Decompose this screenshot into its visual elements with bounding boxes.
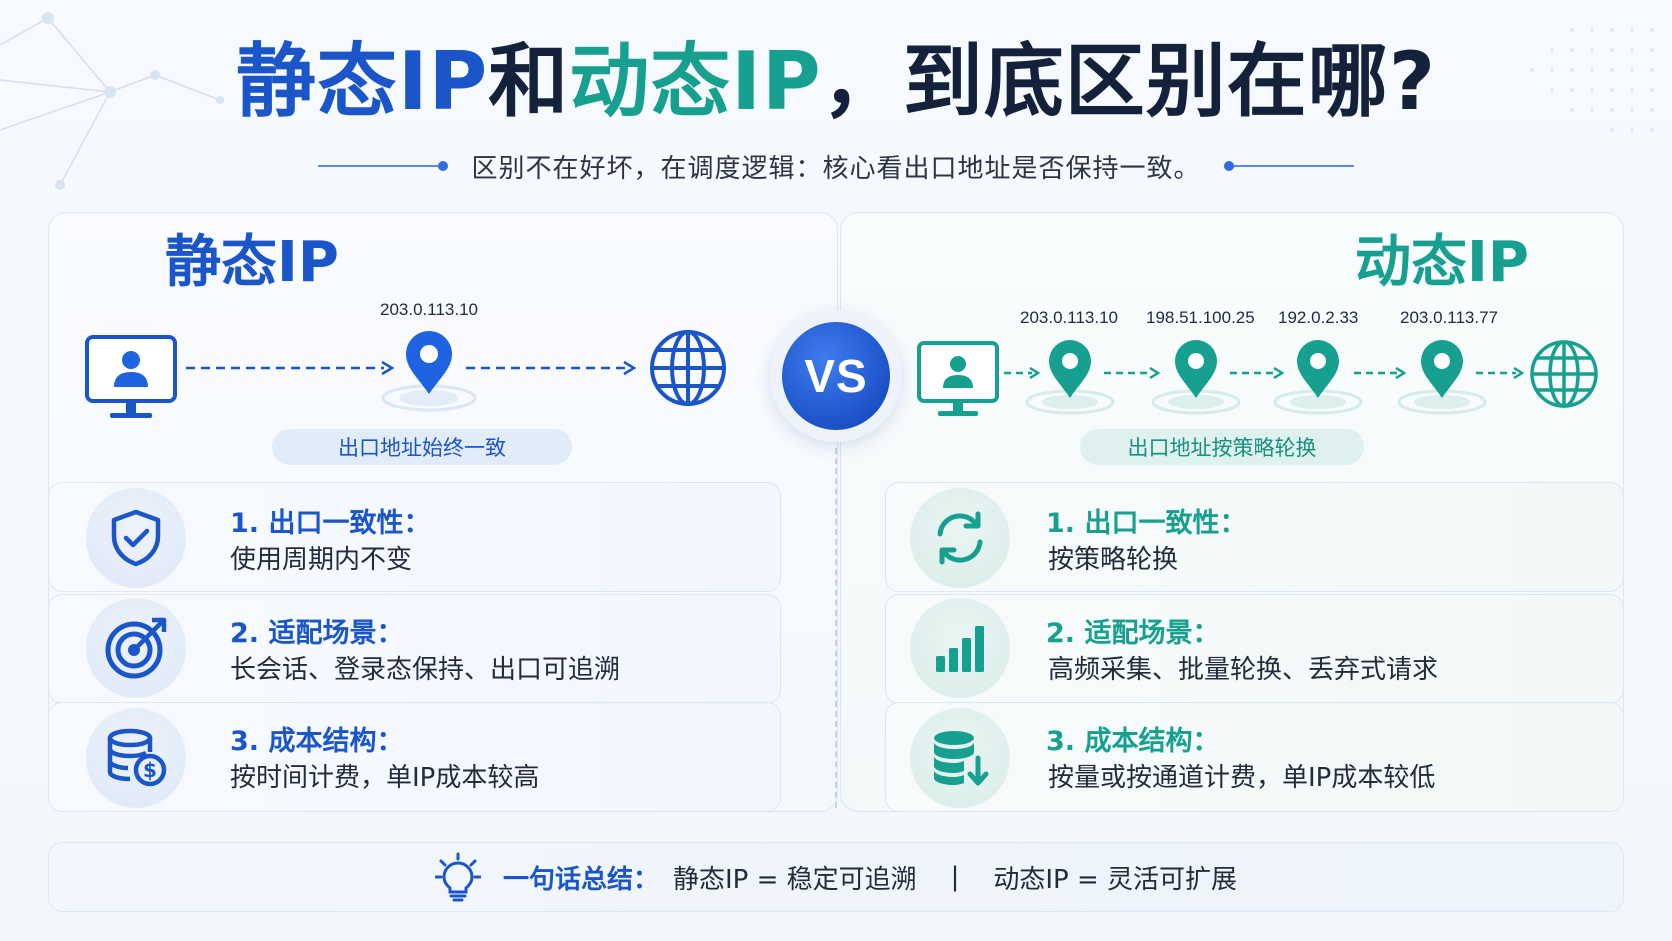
- location-pin-icon-1: [1025, 340, 1115, 415]
- dynamic-panel-title: 动态IP: [1355, 230, 1529, 295]
- static-feature-desc-1: 使用周期内不变: [230, 545, 413, 575]
- dynamic-arrow-5: [1476, 366, 1524, 380]
- title-and: 和: [488, 35, 570, 128]
- dynamic-ip-label-4: 203.0.113.77: [1400, 308, 1498, 327]
- summary-separator: |: [950, 862, 960, 892]
- static-feature-title-2: 2. 适配场景：: [230, 618, 404, 649]
- dynamic-feature-desc-2: 高频采集、批量轮换、丢弃式请求: [1048, 655, 1439, 685]
- dynamic-arrow-2: [1104, 366, 1160, 380]
- dynamic-feature-icon-bg-1: [910, 488, 1010, 588]
- static-feature-icon-bg-1: [86, 488, 186, 588]
- globe-icon-dynamic: [1530, 340, 1598, 408]
- static-feature-title-3: 3. 成本结构：: [230, 726, 404, 757]
- svg-text:$: $: [143, 758, 157, 782]
- dynamic-feature-title-1: 1. 出口一致性：: [1046, 508, 1247, 539]
- subtitle-right-rule: [1223, 161, 1354, 171]
- title-dynamic-ip: 动态IP: [569, 35, 822, 128]
- lightbulb-icon: [434, 852, 481, 902]
- dynamic-ip-label-1: 203.0.113.10: [1020, 308, 1118, 327]
- static-pill-consistent: 出口地址始终一致: [272, 429, 572, 465]
- dynamic-feature-title-2: 2. 适配场景：: [1046, 618, 1220, 649]
- summary-dynamic-text: 动态IP = 灵活可扩展: [993, 864, 1238, 895]
- target-icon: [105, 617, 167, 679]
- location-pin-icon-3: [1273, 340, 1363, 415]
- static-panel-title: 静态IP: [165, 230, 339, 295]
- dashed-arrow-2: [466, 360, 637, 376]
- summary-static-text: 静态IP = 稳定可追溯: [672, 864, 917, 895]
- dynamic-ip-label-2: 198.51.100.25: [1146, 308, 1255, 327]
- dynamic-feature-icon-bg-2: [910, 598, 1010, 698]
- location-pin-icon-2: [1151, 340, 1241, 415]
- dynamic-feature-desc-1: 按策略轮换: [1048, 545, 1179, 575]
- refresh-icon: [937, 511, 983, 565]
- summary-label: 一句话总结：: [502, 864, 659, 895]
- dynamic-arrow-3: [1230, 366, 1284, 380]
- dashed-arrow-1: [186, 360, 395, 376]
- subtitle-left-rule: [318, 161, 449, 171]
- coin-database-icon: $: [107, 728, 167, 787]
- dynamic-feature-card-3: [885, 702, 1624, 812]
- center-divider: [835, 448, 837, 808]
- shield-check-icon: [111, 509, 161, 567]
- decorative-dot-grid: [1530, 28, 1654, 132]
- subtitle-row: 区别不在好坏，在调度逻辑：核心看出口地址是否保持一致。: [0, 146, 1672, 186]
- static-feature-desc-3: 按时间计费，单IP成本较高: [230, 763, 540, 793]
- summary-bar: 一句话总结： 静态IP = 稳定可追溯 | 动态IP = 灵活可扩展: [48, 842, 1624, 912]
- database-download-icon: [934, 731, 989, 786]
- subtitle: 区别不在好坏，在调度逻辑：核心看出口地址是否保持一致。: [471, 153, 1201, 184]
- static-feature-icon-bg-2: [86, 598, 186, 698]
- location-pin-icon: [381, 331, 477, 412]
- static-ip-label: 203.0.113.10: [380, 300, 478, 319]
- page-title: 静态IP和动态IP，到底区别在哪?: [0, 32, 1672, 132]
- title-question: ，到底区别在哪?: [821, 35, 1437, 128]
- dynamic-arrow-4: [1354, 366, 1406, 380]
- static-feature-icon-bg-3: $: [86, 708, 186, 808]
- dynamic-ip-label-3: 192.0.2.33: [1278, 308, 1359, 327]
- dynamic-arrow-1: [1004, 366, 1040, 380]
- vs-badge: VS: [782, 322, 890, 430]
- dynamic-pill-rotating: 出口地址按策略轮换: [1080, 429, 1364, 465]
- dynamic-feature-desc-3: 按量或按通道计费，单IP成本较低: [1048, 763, 1436, 793]
- static-feature-desc-2: 长会话、登录态保持、出口可追溯: [230, 655, 621, 685]
- dynamic-feature-icon-bg-3: [910, 708, 1010, 808]
- location-pin-icon-4: [1397, 340, 1487, 415]
- bar-chart-icon: [936, 626, 984, 672]
- static-feature-title-1: 1. 出口一致性：: [230, 508, 431, 539]
- dynamic-feature-title-3: 3. 成本结构：: [1046, 726, 1220, 757]
- globe-icon: [650, 330, 726, 406]
- computer-user-icon-dynamic: [917, 341, 999, 416]
- computer-user-icon: [85, 335, 177, 418]
- title-static-ip: 静态IP: [235, 35, 489, 128]
- decorative-network-graphic: [0, 12, 224, 190]
